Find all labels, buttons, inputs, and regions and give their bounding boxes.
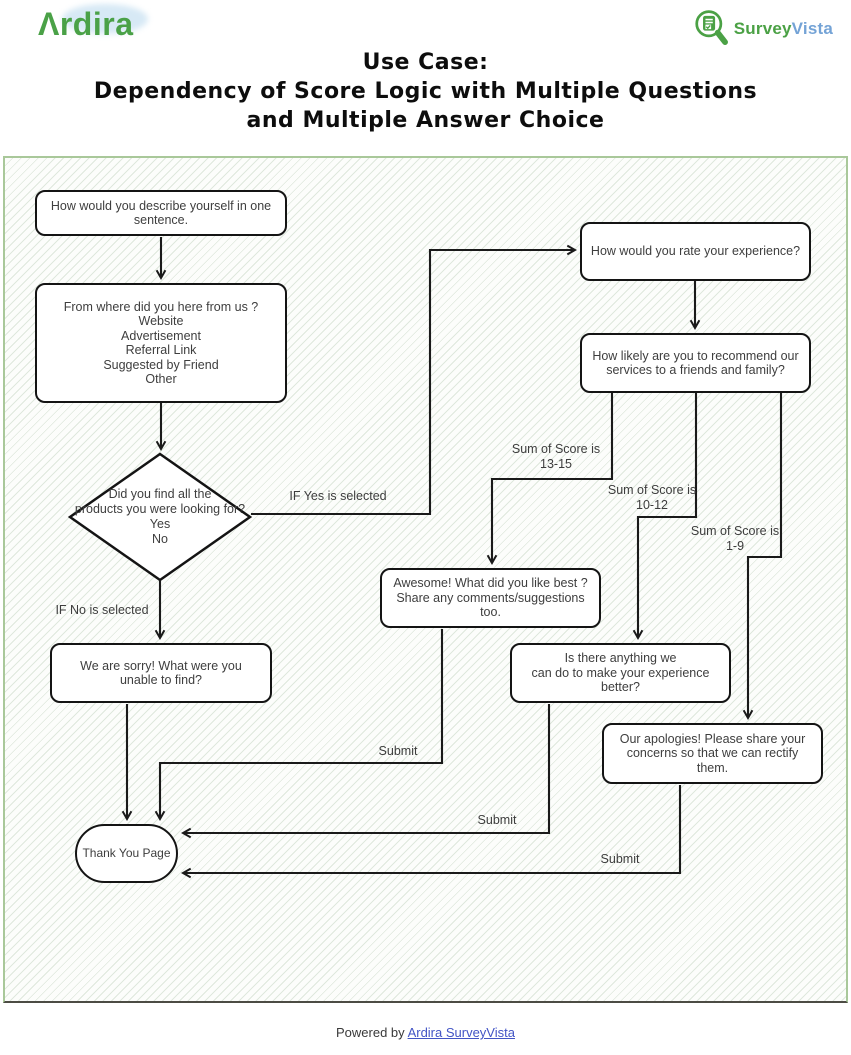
node-thank-you-page: Thank You Page	[75, 824, 178, 883]
node-text-line: concerns so that we can rectify them.	[626, 746, 799, 775]
title-line-1: Use Case:	[362, 50, 489, 75]
edge-label-score-13-15: Sum of Score is 13-15	[506, 442, 606, 472]
edge-anything-submit	[181, 704, 551, 839]
node-text-line: Did you find all the	[108, 487, 212, 501]
edge-label-line: Sum of Score is	[690, 524, 780, 538]
node-text-line: can do to make your experience better?	[531, 665, 710, 695]
node-we-are-sorry: We are sorry! What were you unable to fi…	[50, 643, 272, 703]
ardira-logo-text: Λrdira	[38, 6, 134, 42]
node-text-line: services to a friends and family?	[606, 363, 785, 377]
node-text-line: Suggested by Friend	[103, 357, 219, 372]
node-text-line: unable to find?	[119, 673, 202, 687]
node-text-line: Awesome! What did you like best ?	[393, 576, 588, 591]
surveyvista-magnifier-icon	[695, 10, 728, 46]
surveyvista-logo-text: SurveyVista	[734, 19, 833, 39]
node-text-line: Our apologies! Please share your	[619, 731, 806, 746]
edge-label-line: Sum of Score is	[607, 483, 697, 497]
edge-yes-rate	[251, 244, 577, 516]
title-line-3: and Multiple Answer Choice	[246, 108, 605, 133]
node-text-line: From where did you here from us ?	[63, 299, 259, 314]
decision-diamond	[67, 452, 253, 582]
ardira-logo: Λrdira	[38, 4, 148, 46]
edge-label-if-no: IF No is selected	[55, 603, 149, 617]
edge-label-submit-anything: Submit	[477, 813, 517, 827]
node-text-line: How likely are you to recommend our	[592, 348, 799, 363]
node-text-line: Share any comments/suggestions too.	[396, 590, 585, 620]
edge-label-line: Sum of Score is	[511, 442, 601, 456]
node-text-line: Referral Link	[125, 343, 197, 357]
node-text-line: Advertisement	[121, 328, 201, 343]
node-text-line: Website	[138, 314, 184, 328]
node-where-did-you-hear: From where did you here from us ? Websit…	[35, 283, 287, 403]
cloud-shape	[62, 4, 148, 34]
node-text-line: products you were looking for?	[74, 502, 246, 516]
node-text-line: We are sorry! What were you	[80, 658, 242, 673]
edge-label-line: 10-12	[636, 498, 668, 512]
edge-score-10-12	[632, 393, 698, 640]
node-recommend: How likely are you to recommend our serv…	[580, 333, 811, 393]
node-text-line: sentence.	[133, 213, 189, 227]
node-apologies: Our apologies! Please share your concern…	[602, 723, 823, 784]
edge-label-if-yes: IF Yes is selected	[289, 489, 387, 503]
page-title: Use Case: Dependency of Score Logic with…	[0, 48, 851, 135]
node-text-line: Yes	[149, 517, 171, 531]
footer: Powered by Ardira SurveyVista	[0, 1025, 851, 1040]
node-text-line: No	[152, 532, 168, 546]
edge-score-1-9	[742, 393, 783, 720]
powered-by-text: Powered by	[336, 1025, 405, 1040]
title-line-2: Dependency of Score Logic with Multiple …	[93, 79, 758, 104]
edge-label-submit-awesome: Submit	[378, 744, 418, 758]
node-text-line: How would you rate your experience?	[590, 244, 801, 259]
edge-label-score-1-9: Sum of Score is 1-9	[685, 524, 785, 554]
node-text-line: Other	[145, 372, 177, 386]
edge-apologies-submit	[181, 785, 682, 879]
edge-label-line: 13-15	[540, 457, 572, 471]
edge-label-line: 1-9	[725, 539, 745, 553]
surveyvista-text-vista: Vista	[791, 19, 833, 38]
node-improve-experience: Is there anything we can do to make your…	[510, 643, 731, 703]
powered-by-link[interactable]: Ardira SurveyVista	[407, 1025, 515, 1040]
node-text-line: Thank You Page	[82, 846, 171, 861]
edge-label-submit-apologies: Submit	[600, 852, 640, 866]
node-rate-experience: How would you rate your experience?	[580, 222, 811, 281]
node-decision-text: Did you find all the products you were l…	[68, 487, 252, 547]
node-text-line: Is there anything we	[564, 651, 677, 666]
node-text-line: How would you describe yourself in one	[50, 198, 272, 213]
node-awesome-feedback: Awesome! What did you like best ? Share …	[380, 568, 601, 628]
surveyvista-logo: SurveyVista	[692, 8, 833, 50]
surveyvista-text-survey: Survey	[733, 19, 792, 38]
node-describe-yourself: How would you describe yourself in one s…	[35, 190, 287, 236]
edge-score-13-15	[486, 393, 614, 565]
edge-label-score-10-12: Sum of Score is 10-12	[602, 483, 702, 513]
edge-awesome-submit	[154, 629, 444, 821]
